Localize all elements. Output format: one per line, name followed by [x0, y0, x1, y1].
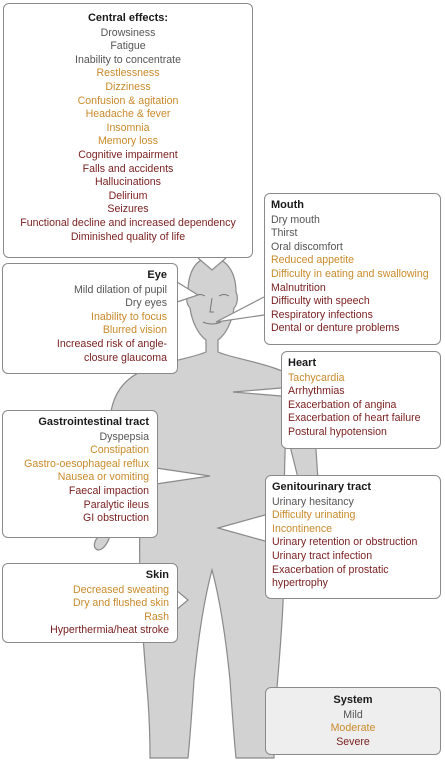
callout-pointers [155, 257, 282, 611]
box-title: Mouth [271, 199, 304, 211]
effect-item: Exacerbation of angina [288, 398, 397, 411]
effect-item: Fatigue [110, 40, 146, 53]
effect-item: Nausea or vomiting [57, 471, 149, 484]
box-title: Heart [288, 357, 317, 369]
box-title: Eye [147, 269, 167, 281]
box-title: System [333, 694, 373, 706]
gu-pointer [215, 514, 266, 542]
effect-item: Inability to concentrate [75, 53, 181, 66]
effect-item: Headache & fever [85, 108, 171, 121]
central-pointer [197, 257, 227, 271]
effect-item: Inability to focus [91, 310, 167, 323]
effect-item: Increased risk of angle- [56, 337, 167, 350]
eye-pointer [176, 281, 200, 303]
effect-item: Gastro-oesophageal reflux [24, 457, 149, 470]
effect-item: Thirst [271, 227, 298, 240]
effect-item: Mild dilation of pupil [73, 283, 167, 296]
effect-item: closure glaucoma [83, 351, 167, 364]
effect-item: Exacerbation of prostatic [272, 563, 389, 576]
effect-item: Tachycardia [288, 371, 345, 384]
effect-item: Blurred vision [102, 324, 167, 337]
gi-pointer [155, 467, 211, 485]
effect-item: Restlessness [96, 67, 160, 80]
effect-item: Severe [336, 735, 370, 748]
effect-item: Memory loss [97, 135, 159, 148]
effect-item: Hallucinations [95, 176, 161, 189]
mouth-line [202, 321, 222, 325]
effect-item: Reduced appetite [271, 254, 355, 267]
effect-item: Delirium [108, 189, 148, 202]
effect-item: Cognitive impairment [78, 148, 178, 161]
effect-item: Diminished quality of life [70, 230, 186, 243]
box-title: Skin [145, 569, 169, 581]
nose [209, 297, 214, 313]
effect-item: Incontinence [272, 522, 333, 535]
effect-item: Falls and accidents [82, 162, 174, 175]
effect-item: Insomnia [106, 121, 150, 134]
effect-item: Urinary retention or obstruction [272, 536, 418, 549]
mouth-pointer [215, 296, 265, 323]
effect-item: Urinary hesitancy [272, 495, 354, 508]
heart-pointer [232, 387, 282, 397]
box-title: Central effects: [87, 12, 169, 24]
effect-item: Paralytic ileus [83, 498, 149, 511]
effect-item: Oral discomfort [271, 240, 343, 253]
effect-item: Dental or denture problems [271, 322, 400, 335]
effect-item: hypertrophy [272, 577, 328, 590]
face-details [194, 294, 230, 325]
box-title: Genitourinary tract [272, 481, 372, 493]
effect-item: Hyperthermia/heat stroke [50, 624, 169, 637]
effect-item: Dry eyes [125, 297, 167, 310]
effect-item: Postural hypotension [288, 425, 387, 438]
effect-item: Mild [343, 708, 363, 721]
effect-item: Arrhythmias [288, 385, 345, 398]
effect-item: Decreased sweating [73, 583, 169, 596]
effect-item: Dry mouth [271, 213, 320, 226]
effect-item: Drowsiness [100, 26, 156, 39]
effect-item: Seizures [107, 203, 149, 216]
effect-item: Functional decline and increased depende… [20, 216, 236, 229]
effect-item: Dyspepsia [99, 430, 149, 443]
effect-item: GI obstruction [83, 512, 149, 525]
effect-item: Dry and flushed skin [73, 597, 169, 610]
effect-item: Dizziness [105, 80, 151, 93]
effect-item: Faecal impaction [68, 484, 149, 497]
effect-item: Confusion & agitation [77, 94, 179, 107]
effect-item: Respiratory infections [271, 308, 373, 321]
effect-item: Rash [144, 610, 169, 623]
skin-pointer [175, 589, 189, 611]
effect-item: Difficulty in eating and swallowing [271, 267, 429, 280]
effect-item: Difficulty with speech [271, 295, 370, 308]
effect-item: Malnutrition [271, 281, 326, 294]
effect-item: Difficulty urinating [272, 509, 356, 522]
effect-item: Constipation [90, 444, 149, 457]
effect-item: Moderate [330, 722, 376, 735]
effect-item: Urinary tract infection [272, 549, 373, 562]
effect-item: Exacerbation of heart failure [288, 412, 421, 425]
right-eye [218, 294, 230, 297]
box-title: Gastrointestinal tract [38, 416, 149, 428]
